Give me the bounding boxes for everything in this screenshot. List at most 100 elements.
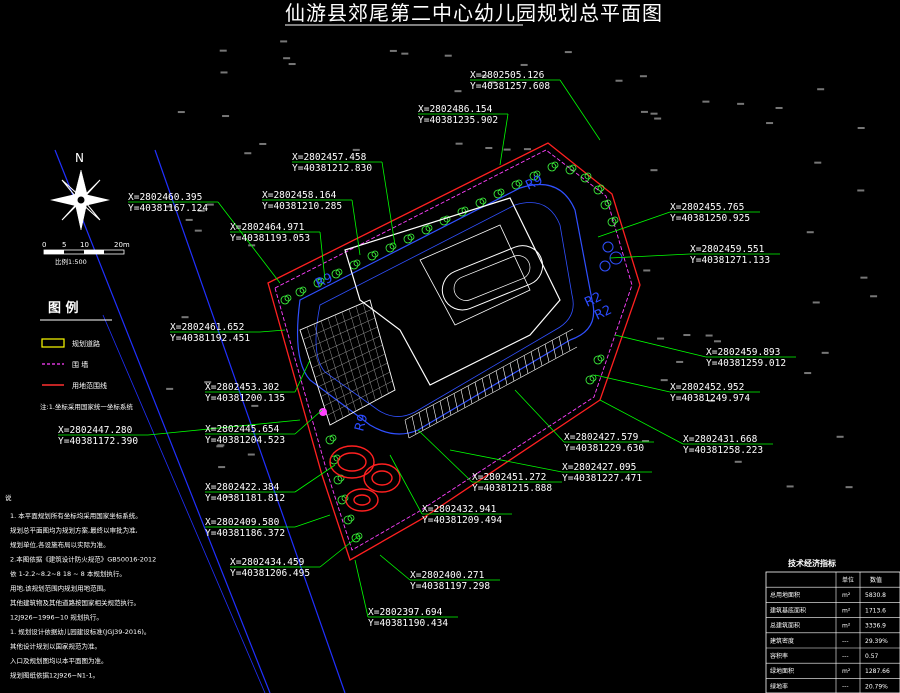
note-line: 2.本图依据《建筑设计防火规范》GB50016-2012 bbox=[10, 555, 156, 564]
track-inner bbox=[453, 255, 531, 301]
radius-label: R9 bbox=[352, 412, 371, 433]
site-wall bbox=[274, 149, 633, 551]
track bbox=[441, 245, 544, 311]
scale-ratio: 比例1:500 bbox=[55, 257, 87, 266]
legend-label: 规划道路 bbox=[72, 339, 100, 348]
radius-label: R2 bbox=[592, 303, 614, 324]
table-cell-name: 总用地面积 bbox=[770, 591, 800, 599]
stairs bbox=[404, 328, 578, 439]
elevation-points bbox=[165, 40, 878, 498]
axis-line-3 bbox=[102, 314, 266, 693]
drawing-title: 仙游县郊尾第二中心幼儿园规划总平面图 bbox=[285, 1, 663, 25]
blue-trees bbox=[599, 241, 623, 272]
coord-y: Y=40381186.372 bbox=[205, 528, 285, 539]
entry-marker bbox=[319, 408, 327, 416]
coord-x: X=2802431.668 bbox=[683, 434, 758, 445]
coord-x: X=2802457.458 bbox=[292, 152, 367, 163]
coord-x: X=2802505.126 bbox=[470, 70, 545, 81]
legend: 图 例 规划道路 围 墙 用地范围线 注:1.坐标采用国家统一坐标系统 bbox=[40, 300, 133, 411]
table-header: 数值 bbox=[870, 576, 882, 584]
coord-y: Y=40381210.285 bbox=[262, 201, 342, 212]
coord-y: Y=40381192.451 bbox=[170, 333, 250, 344]
table-cell-value: 0.57 bbox=[865, 653, 879, 660]
coord-y: Y=40381235.902 bbox=[418, 115, 498, 126]
coord-x: X=2802432.941 bbox=[422, 504, 497, 515]
notes-block: 说 1. 本平面规划所有坐标均采用国家坐标系统。规划总平面图均为规划方案,最终以审… bbox=[5, 493, 156, 680]
coord-y: Y=40381212.830 bbox=[292, 163, 372, 174]
coord-y: Y=40381250.925 bbox=[670, 213, 750, 224]
note-line: 依 1-2.2~8.2~8 18 ~ 8 本规划执行。 bbox=[10, 569, 126, 578]
coord-x: X=2802452.952 bbox=[670, 382, 744, 393]
scale-bar: 0 5 10 20m 比例1:500 bbox=[42, 241, 130, 266]
coord-x: X=2802459.551 bbox=[690, 244, 765, 255]
scale-tick: 10 bbox=[80, 241, 89, 249]
coord-x: X=2802486.154 bbox=[418, 104, 493, 115]
table-cell-unit: m² bbox=[842, 668, 851, 675]
scale-tick: 20m bbox=[114, 241, 130, 249]
coord-y: Y=40381258.223 bbox=[683, 445, 763, 456]
coord-y: Y=40381200.135 bbox=[205, 393, 285, 404]
note-line: 其他建筑物及其他道路按国家相关规范执行。 bbox=[10, 598, 140, 607]
coord-y: Y=40381193.053 bbox=[230, 233, 310, 244]
radius-label: R9 bbox=[523, 173, 545, 194]
legend-swatch-road bbox=[41, 338, 65, 348]
site bbox=[267, 142, 641, 561]
table-cell-value: 3336.9 bbox=[865, 623, 886, 630]
coord-y: Y=40381197.298 bbox=[410, 581, 490, 592]
coord-x: X=2802445.654 bbox=[205, 424, 280, 435]
table-cell-unit: --- bbox=[842, 653, 849, 660]
coord-y: Y=40381181.812 bbox=[205, 493, 285, 504]
coord-y: Y=40381259.012 bbox=[706, 358, 786, 369]
table-cell-name: 建筑基底面积 bbox=[770, 606, 806, 614]
north-label: N bbox=[75, 151, 84, 165]
coord-y: Y=40381229.630 bbox=[564, 443, 644, 454]
coord-x: X=2802447.280 bbox=[58, 425, 133, 436]
note-line: 用地,该规划范围内规划用地范围。 bbox=[10, 584, 110, 593]
coord-x: X=2802455.765 bbox=[670, 202, 744, 213]
legend-label: 用地范围线 bbox=[72, 381, 107, 390]
coord-x: X=2802451.272 bbox=[472, 472, 546, 483]
coord-y: Y=40381167.124 bbox=[128, 203, 208, 214]
coord-y: Y=40381257.608 bbox=[470, 81, 550, 92]
coord-y: Y=40381249.974 bbox=[670, 393, 750, 404]
axis-line-2 bbox=[154, 149, 346, 693]
coord-y: Y=40381271.133 bbox=[690, 255, 770, 266]
coord-x: X=2802397.694 bbox=[368, 607, 443, 618]
radius-label: R2 bbox=[582, 290, 604, 311]
coord-x: X=2802461.652 bbox=[170, 322, 244, 333]
playground bbox=[329, 445, 401, 512]
coord-y: Y=40381215.888 bbox=[472, 483, 552, 494]
legend-label: 围 墙 bbox=[72, 360, 88, 369]
scale-tick: 0 bbox=[42, 241, 46, 249]
table-header: 单位 bbox=[842, 576, 854, 584]
coord-x: X=2802400.271 bbox=[410, 570, 485, 581]
note-line: 其他设计规划以国家规范为准。 bbox=[10, 642, 101, 651]
table-cell-value: 29.39% bbox=[865, 638, 888, 645]
note-line: 说 bbox=[5, 493, 12, 502]
coord-x: X=2802453.302 bbox=[205, 382, 279, 393]
coord-x: X=2802427.579 bbox=[564, 432, 639, 443]
coord-y: Y=40381206.495 bbox=[230, 568, 310, 579]
coord-x: X=2802459.893 bbox=[706, 347, 780, 358]
note-line: 1. 本平面规划所有坐标均采用国家坐标系统。 bbox=[10, 511, 142, 520]
coord-y: Y=40381190.434 bbox=[368, 618, 448, 629]
table-cell-name: 建筑密度 bbox=[770, 637, 794, 645]
note-line: 12J926~1996~10 规划执行。 bbox=[10, 613, 103, 622]
tech-table-title: 技术经济指标 bbox=[788, 558, 836, 568]
coordinate-labels: X=2802505.126Y=40381257.608X=2802486.154… bbox=[58, 70, 786, 629]
note-line: 规划图纸依据12J926~N1-1。 bbox=[10, 671, 99, 680]
table-cell-unit: m² bbox=[842, 607, 851, 614]
coord-x: X=2802434.459 bbox=[230, 557, 305, 568]
table-cell-unit: m² bbox=[842, 592, 851, 599]
coord-y: Y=40381209.494 bbox=[422, 515, 502, 526]
table-cell-value: 1287.66 bbox=[865, 668, 890, 675]
note-line: 规划总平面图均为规划方案,最终以审批为准, bbox=[10, 526, 138, 535]
table-cell-name: 容积率 bbox=[770, 652, 788, 660]
table-cell-value: 20.79% bbox=[865, 683, 888, 690]
table-cell-name: 总建筑面积 bbox=[770, 622, 800, 630]
coord-y: Y=40381172.390 bbox=[58, 436, 138, 447]
coord-x: X=2802409.580 bbox=[205, 517, 280, 528]
